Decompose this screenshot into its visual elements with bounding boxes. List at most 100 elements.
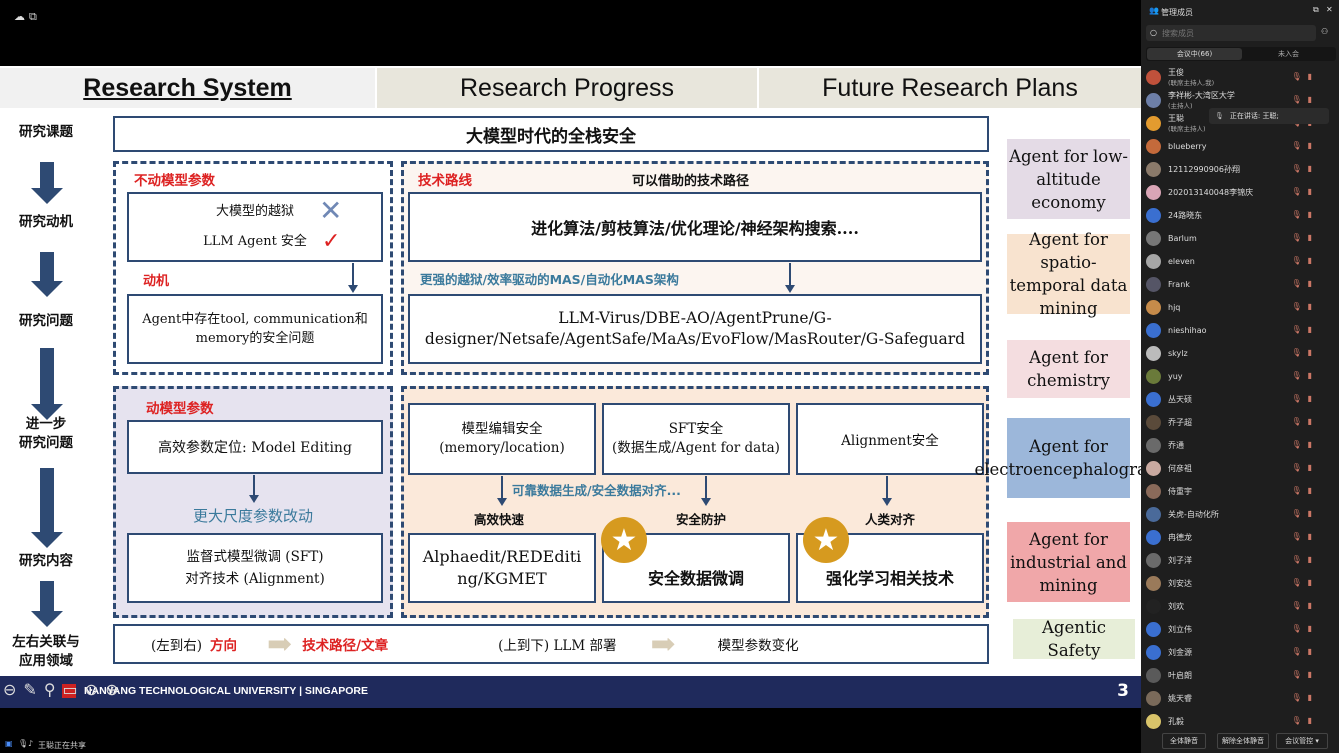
member-name: 刘子洋 <box>1168 556 1192 565</box>
mic-muted-icon[interactable]: 🎙▮ <box>1291 578 1318 587</box>
meeting-control-button[interactable]: 会议管控 ▾ <box>1276 733 1328 749</box>
mic-muted-icon[interactable]: 🎙▮ <box>1291 647 1318 656</box>
member-row[interactable]: 冉德龙🎙▮ <box>1146 526 1336 549</box>
member-row[interactable]: hjq🎙▮ <box>1146 296 1336 319</box>
label-research-motivation: 研究动机 <box>19 214 73 230</box>
tab-not-joined[interactable]: 未入会 <box>1278 50 1299 58</box>
member-row[interactable]: skylz🎙▮ <box>1146 342 1336 365</box>
member-row[interactable]: eleven 🎙▮ <box>1146 250 1336 273</box>
mic-muted-icon[interactable]: 🎙▮ <box>1291 279 1318 288</box>
prev-slide-icon[interactable]: ⊖ <box>3 680 24 699</box>
header-future-plans: Future Research Plans <box>759 68 1141 108</box>
mic-muted-icon[interactable]: 🎙▮ <box>1291 233 1318 242</box>
mic-muted-icon[interactable]: 🎙▮ <box>1291 141 1318 150</box>
right-arrow-icon: ➡ <box>650 626 676 662</box>
captions-icon[interactable]: ▭ <box>62 680 85 699</box>
member-role: (联席主持人) <box>1168 125 1206 133</box>
magnify-icon[interactable]: ⚲ <box>43 680 63 699</box>
pen-icon[interactable]: ✎ <box>23 680 44 699</box>
unmute-all-button[interactable]: 解除全体静音 <box>1217 733 1269 749</box>
connector-line <box>352 263 354 285</box>
member-row[interactable]: 李祥彬-大湾区大学(主持人)🎙▮ <box>1146 89 1336 112</box>
member-row[interactable]: 何彦祖🎙▮ <box>1146 457 1336 480</box>
avatar <box>1146 254 1161 269</box>
member-row[interactable]: 刘欢🎙▮ <box>1146 595 1336 618</box>
member-row[interactable]: 12112990906孙翔🎙▮ <box>1146 158 1336 181</box>
connector-arrowhead <box>882 498 892 506</box>
avatar <box>1146 116 1161 131</box>
mic-muted-icon[interactable]: 🎙▮ <box>1291 555 1318 564</box>
more-icon[interactable]: ⊙ <box>84 680 106 699</box>
avatar <box>1146 93 1161 108</box>
methods-list-box: LLM-Virus/DBE-AO/AgentPrune/G-designer/N… <box>408 294 982 364</box>
tab-in-meeting[interactable]: 会议中(66) <box>1147 48 1242 60</box>
mic-muted-icon[interactable]: 🎙▮ <box>1291 463 1318 472</box>
col2-label: 安全防护 <box>676 512 727 527</box>
mic-muted-icon[interactable]: 🎙▮ <box>1291 693 1318 702</box>
mic-muted-icon[interactable]: 🎙▮ <box>1291 601 1318 610</box>
member-row[interactable]: 关虎-自动化所🎙▮ <box>1146 503 1336 526</box>
speaker-icon[interactable]: ♪ <box>28 739 34 748</box>
shared-slide: Research System Research Progress Future… <box>0 66 1141 708</box>
mic-muted-icon[interactable]: 🎙▮ <box>1291 417 1318 426</box>
avatar <box>1146 438 1161 453</box>
member-row[interactable]: 王俊(联席主持人,我)🎙▮ <box>1146 66 1336 89</box>
member-row[interactable]: 刘立伟🎙▮ <box>1146 618 1336 641</box>
mic-muted-icon[interactable]: 🎙▮ <box>1291 509 1318 518</box>
mic-muted-icon[interactable]: 🎙▮ <box>1291 716 1318 725</box>
member-name: nieshihao <box>1168 326 1207 335</box>
member-row[interactable]: 侍重宇🎙▮ <box>1146 480 1336 503</box>
member-row[interactable]: nieshihao 🎙▮ <box>1146 319 1336 342</box>
mic-muted-icon[interactable]: 🎙▮ <box>1291 325 1318 334</box>
mic-muted-icon[interactable]: 🎙▮ <box>1291 164 1318 173</box>
member-row[interactable]: yuy🎙▮ <box>1146 365 1336 388</box>
avatar <box>1146 507 1161 522</box>
member-name: Barlum <box>1168 234 1197 243</box>
member-row[interactable]: 刘安达🎙▮ <box>1146 572 1336 595</box>
mic-muted-icon[interactable]: 🎙▮ <box>1291 394 1318 403</box>
member-row[interactable]: 24路晓东🎙▮ <box>1146 204 1336 227</box>
mic-muted-icon[interactable]: 🎙▮ <box>1291 210 1318 219</box>
member-row[interactable]: 叶启朗🎙▮ <box>1146 664 1336 687</box>
mic-muted-icon[interactable]: 🎙▮ <box>1291 624 1318 633</box>
mic-icon[interactable]: 🎙 <box>18 739 29 748</box>
member-row[interactable]: 刘子洋 🎙▮ <box>1146 549 1336 572</box>
mic-muted-icon[interactable]: 🎙▮ <box>1291 95 1318 104</box>
member-row[interactable]: Frank🎙▮ <box>1146 273 1336 296</box>
popout-icon[interactable]: ⧉ <box>1313 5 1319 14</box>
next-slide-icon[interactable]: ⊕ <box>105 680 126 699</box>
close-icon[interactable]: ✕ <box>1326 5 1333 14</box>
mute-all-button[interactable]: 全体静音 <box>1162 733 1206 749</box>
member-row[interactable]: 乔通🎙▮ <box>1146 434 1336 457</box>
member-row[interactable]: 乔子超🎙▮ <box>1146 411 1336 434</box>
mic-muted-icon[interactable]: 🎙▮ <box>1291 440 1318 449</box>
mic-muted-icon[interactable]: 🎙▮ <box>1291 371 1318 380</box>
cloud-icon[interactable]: ☁ <box>14 10 25 23</box>
member-row[interactable]: blueberry🎙▮ <box>1146 135 1336 158</box>
member-row[interactable]: 孔毅🎙▮ <box>1146 710 1336 733</box>
mic-muted-icon[interactable]: 🎙▮ <box>1291 187 1318 196</box>
star-icon: ★ <box>601 517 647 563</box>
member-row[interactable]: 姚天睿🎙▮ <box>1146 687 1336 710</box>
mic-muted-icon[interactable]: 🎙▮ <box>1291 486 1318 495</box>
mic-muted-icon[interactable]: 🎙▮ <box>1291 348 1318 357</box>
members-icon: 👥 <box>1149 6 1159 15</box>
dual-screen-icon[interactable]: ⧉ <box>29 10 37 23</box>
mic-muted-icon[interactable]: 🎙▮ <box>1291 256 1318 265</box>
add-member-icon[interactable]: ⚇ <box>1321 27 1329 36</box>
mic-muted-icon[interactable]: 🎙▮ <box>1291 72 1318 81</box>
avatar <box>1146 185 1161 200</box>
member-role: (联席主持人,我) <box>1168 79 1215 87</box>
mic-muted-icon[interactable]: 🎙▮ <box>1291 532 1318 541</box>
member-row[interactable]: 丛天硕🎙▮ <box>1146 388 1336 411</box>
alignment-safety-box: Alignment安全 <box>796 403 984 475</box>
member-row[interactable]: Barlum 🎙▮ <box>1146 227 1336 250</box>
mic-muted-icon[interactable]: 🎙▮ <box>1291 670 1318 679</box>
member-row[interactable]: 刘金源🎙▮ <box>1146 641 1336 664</box>
member-row[interactable]: 202013140048李锦庆🎙▮ <box>1146 181 1336 204</box>
search-input[interactable] <box>1160 26 1314 40</box>
member-name: eleven <box>1168 257 1195 266</box>
motivation-label: 动机 <box>143 274 170 289</box>
search-box[interactable]: ○ <box>1146 25 1316 41</box>
mic-muted-icon[interactable]: 🎙▮ <box>1291 302 1318 311</box>
